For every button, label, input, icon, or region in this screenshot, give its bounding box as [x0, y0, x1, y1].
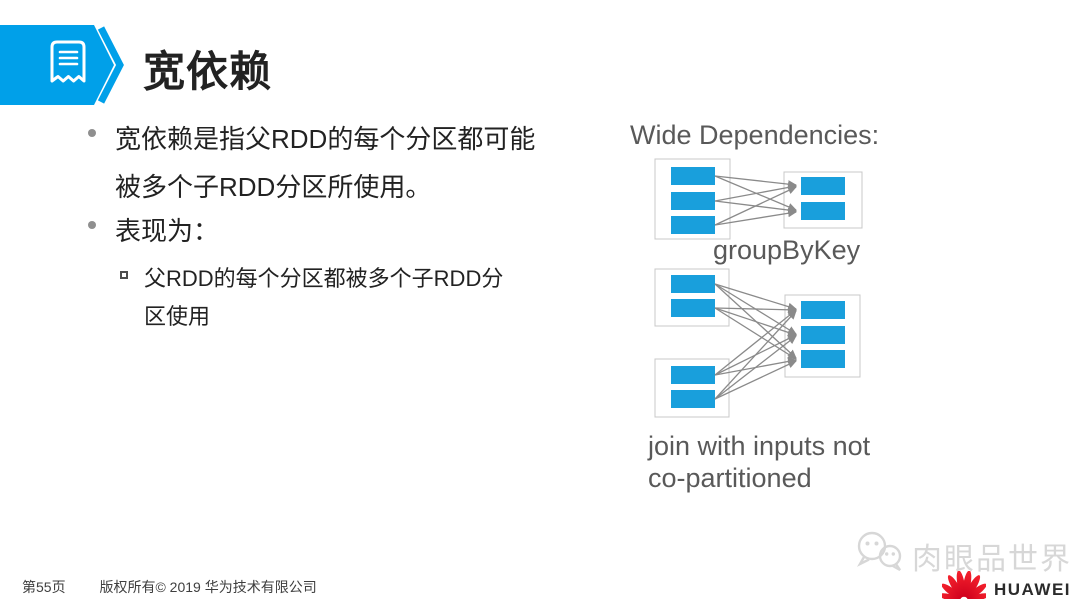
- sub-bullet-parent-partition: 父RDD的每个分区都被多个子RDD分 区使用: [120, 260, 503, 336]
- groupbykey-label: groupByKey: [713, 235, 861, 265]
- partition-block: [801, 301, 845, 319]
- partition-block: [801, 350, 845, 368]
- bullet-square-icon: [120, 271, 128, 279]
- partition-block: [671, 366, 715, 384]
- watermark: 肉眼品世界: [852, 527, 1072, 579]
- partition-block: [801, 202, 845, 220]
- bullet-line: 表现为：: [115, 216, 220, 246]
- huawei-flower-icon: [942, 571, 986, 603]
- wide-dependencies-diagram: [654, 158, 863, 418]
- page-number: 第55页: [22, 579, 66, 595]
- join-label: join with inputs not co-partitioned: [648, 430, 870, 494]
- document-scroll-icon: [50, 40, 86, 83]
- banner-chevron: [97, 26, 124, 104]
- bullet-wide-dependency-definition: 宽依赖是指父RDD的每个分区都可能 被多个子RDD分区所使用。: [88, 115, 535, 211]
- partition-block: [671, 216, 715, 234]
- banner-pentagon: [0, 25, 114, 105]
- dependency-arrows: [714, 283, 797, 400]
- diagram-heading: Wide Dependencies:: [630, 120, 880, 150]
- watermark-text: 肉眼品世界: [912, 543, 1072, 576]
- join-label-line: join with inputs not: [648, 431, 871, 461]
- bullet-line: 被多个子RDD分区所使用。: [115, 172, 432, 202]
- partition-block: [671, 390, 715, 408]
- bullet-line: 区使用: [144, 304, 211, 329]
- partition-block: [801, 177, 845, 195]
- huawei-logo: HUAWEI: [942, 571, 1071, 603]
- partition-block: [671, 299, 715, 317]
- partition-block: [671, 192, 715, 210]
- wechat-icon: [856, 531, 902, 572]
- bullet-dot-icon: [88, 221, 96, 229]
- bullet-behavior: 表现为：: [88, 207, 219, 255]
- join-label-line: co-partitioned: [648, 463, 812, 493]
- join-diagram: [654, 268, 861, 418]
- huawei-wordmark: HUAWEI: [994, 580, 1071, 599]
- partition-block: [671, 275, 715, 293]
- bullet-dot-icon: [88, 129, 96, 137]
- copyright-text: 版权所有© 2019 华为技术有限公司: [99, 579, 317, 595]
- page-title: 宽依赖: [143, 48, 273, 95]
- slide-footer: 第55页 版权所有© 2019 华为技术有限公司: [22, 577, 317, 597]
- partition-block: [671, 167, 715, 185]
- bullet-line: 父RDD的每个分区都被多个子RDD分: [144, 266, 504, 291]
- groupbykey-diagram: [654, 158, 863, 240]
- dependency-arrows: [714, 175, 797, 226]
- bullet-line: 宽依赖是指父RDD的每个分区都可能: [115, 124, 536, 154]
- header-banner: [0, 25, 124, 105]
- partition-block: [801, 326, 845, 344]
